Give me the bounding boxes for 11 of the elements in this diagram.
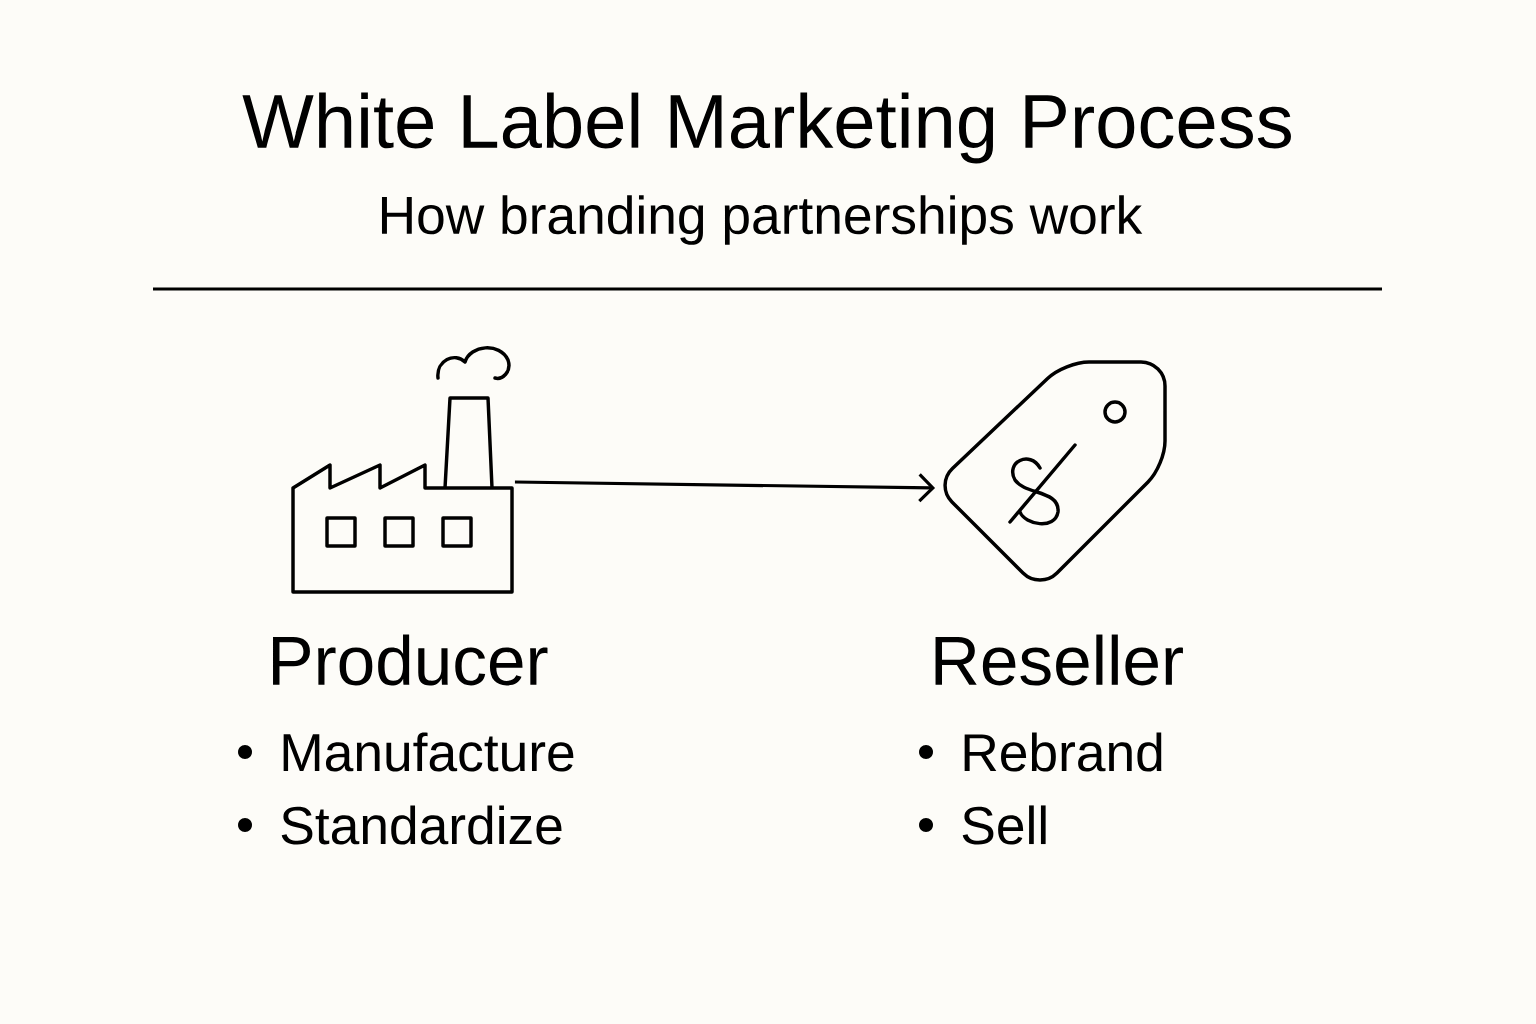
bullet-text: Standardize	[281, 805, 562, 845]
price-tag-drawing	[943, 360, 1167, 582]
subtitle: How branding partnerships work	[381, 195, 1143, 245]
heading: Reseller	[935, 634, 1183, 686]
factory-drawing	[291, 346, 514, 594]
heading: Producer	[273, 634, 548, 686]
bullet-text: Rebrand	[964, 732, 1162, 772]
title: White Label Marketing Process	[242, 92, 1291, 164]
bullet-text: Manufacture	[283, 732, 574, 772]
bullet-text: Sell	[962, 805, 1046, 845]
arrow	[514, 473, 936, 503]
